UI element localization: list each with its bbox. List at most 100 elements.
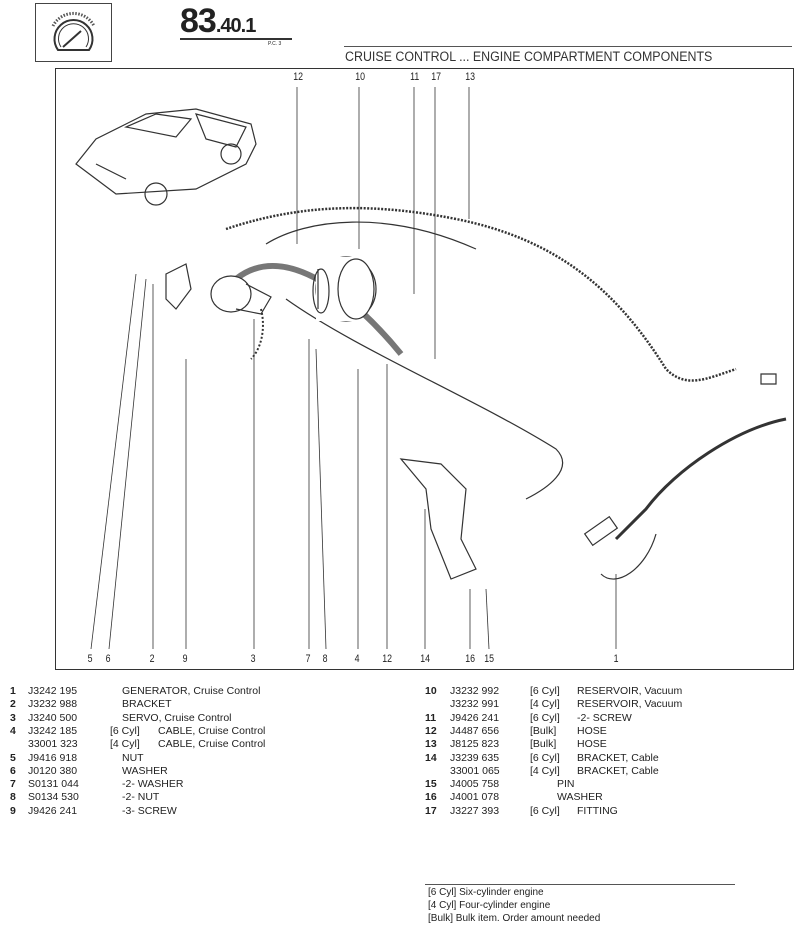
callout-3: 3 [250, 653, 256, 665]
diagram-illustration [75, 87, 787, 650]
qualifier: [4 Cyl] [110, 738, 140, 751]
callout-1: 1 [613, 653, 619, 665]
item-number: 3 [10, 711, 16, 724]
qualifier: [6 Cyl] [530, 711, 560, 724]
qualifier: [6 Cyl] [110, 724, 140, 737]
legend-4cyl: [4 Cyl] Four-cylinder engine [428, 900, 551, 911]
description: HOSE [577, 738, 607, 751]
legend-bulk: [Bulk] Bulk item. Order amount needed [428, 913, 601, 924]
callout-15: 15 [484, 653, 495, 665]
reservoir [312, 256, 377, 322]
callout-17: 17 [431, 71, 442, 83]
part-number: J3232 988 [28, 698, 78, 711]
part-number: J3227 393 [450, 804, 500, 817]
description: SERVO, Cruise Control [122, 711, 232, 724]
legend-rule [425, 884, 735, 885]
callout-7: 7 [305, 653, 311, 665]
description: NUT [122, 751, 144, 764]
part-number: J9426 241 [28, 804, 78, 817]
part-number: J4001 078 [450, 791, 500, 804]
part-number: J9416 918 [28, 751, 78, 764]
part-number: J4487 656 [450, 724, 500, 737]
callout-12-bottom: 12 [382, 653, 393, 665]
callout-10: 10 [355, 71, 366, 83]
part-number: S0134 530 [28, 791, 79, 804]
callout-6: 6 [105, 653, 111, 665]
description: HOSE [577, 724, 607, 737]
speedometer-icon [51, 12, 96, 51]
item-number: 11 [425, 711, 437, 724]
description: GENERATOR, Cruise Control [122, 685, 261, 697]
legend-6cyl: [6 Cyl] Six-cylinder engine [428, 887, 544, 898]
callout-8: 8 [322, 653, 328, 665]
qualifier: [6 Cyl] [530, 685, 560, 697]
callout-16: 16 [465, 653, 476, 665]
section-underline [180, 38, 292, 40]
page-title: CRUISE CONTROL ... ENGINE COMPARTMENT CO… [345, 49, 713, 64]
callout-2: 2 [149, 653, 155, 665]
servo [165, 263, 272, 360]
item-number: 4 [10, 724, 16, 737]
qualifier: [4 Cyl] [530, 698, 560, 711]
callout-13: 13 [465, 71, 476, 83]
description: BRACKET, Cable [577, 764, 659, 777]
part-number: J3239 635 [450, 751, 500, 764]
callout-11: 11 [410, 71, 420, 83]
item-number: 15 [425, 778, 437, 791]
qualifier: [6 Cyl] [530, 751, 560, 764]
description: BRACKET, Cable [577, 751, 659, 764]
qualifier: [Bulk] [530, 724, 557, 737]
cable-right [583, 373, 787, 580]
item-number: 1 [10, 685, 16, 697]
speedometer-icon-box [35, 3, 112, 62]
part-number: J3240 500 [28, 711, 78, 724]
item-number: 17 [425, 804, 437, 817]
section-number: 83.40.1 [180, 2, 256, 40]
description: WASHER [557, 791, 603, 804]
callout-14: 14 [420, 653, 431, 665]
qualifier: [Bulk] [530, 738, 557, 751]
item-number: 12 [425, 724, 437, 737]
part-number: J3242 195 [28, 685, 78, 697]
item-number: 6 [10, 764, 16, 777]
description: -2- NUT [122, 791, 160, 804]
item-number: 5 [10, 751, 16, 764]
item-number: 8 [10, 791, 16, 804]
part-number: J4005 758 [450, 778, 500, 791]
part-number: J3232 992 [450, 685, 500, 697]
part-number: 33001 323 [28, 738, 78, 751]
description: BRACKET [122, 698, 172, 711]
part-number: J9426 241 [450, 711, 500, 724]
description: FITTING [577, 804, 618, 817]
item-number: 10 [425, 685, 437, 697]
leader-lines [90, 87, 617, 650]
description: PIN [557, 778, 575, 791]
item-number: 7 [10, 778, 16, 791]
qualifier: [6 Cyl] [530, 804, 560, 817]
part-number: J0120 380 [28, 764, 78, 777]
description: RESERVOIR, Vacuum [577, 685, 683, 697]
pc-label: P.C. 3 [268, 41, 282, 47]
description: CABLE, Cruise Control [158, 724, 266, 737]
item-number: 14 [425, 751, 437, 764]
car-illustration [75, 108, 257, 206]
item-number: 2 [10, 698, 16, 711]
callout-12-top: 12 [293, 71, 304, 83]
part-number: 33001 065 [450, 764, 500, 777]
item-number: 13 [425, 738, 437, 751]
item-number: 16 [425, 791, 437, 804]
hoses [225, 206, 737, 500]
part-number: J3232 991 [450, 698, 500, 711]
item-number: 9 [10, 804, 16, 817]
bracket-14 [399, 458, 477, 580]
qualifier: [4 Cyl] [530, 764, 560, 777]
part-number: J3242 185 [28, 724, 78, 737]
description: CABLE, Cruise Control [158, 738, 266, 751]
exploded-diagram: 12 10 11 17 13 5 6 2 9 3 7 8 4 12 14 16 … [55, 68, 794, 670]
part-number: S0131 044 [28, 778, 79, 791]
callout-9: 9 [182, 653, 188, 665]
description: -2- SCREW [577, 711, 632, 724]
callout-5: 5 [87, 653, 93, 665]
description: RESERVOIR, Vacuum [577, 698, 683, 711]
